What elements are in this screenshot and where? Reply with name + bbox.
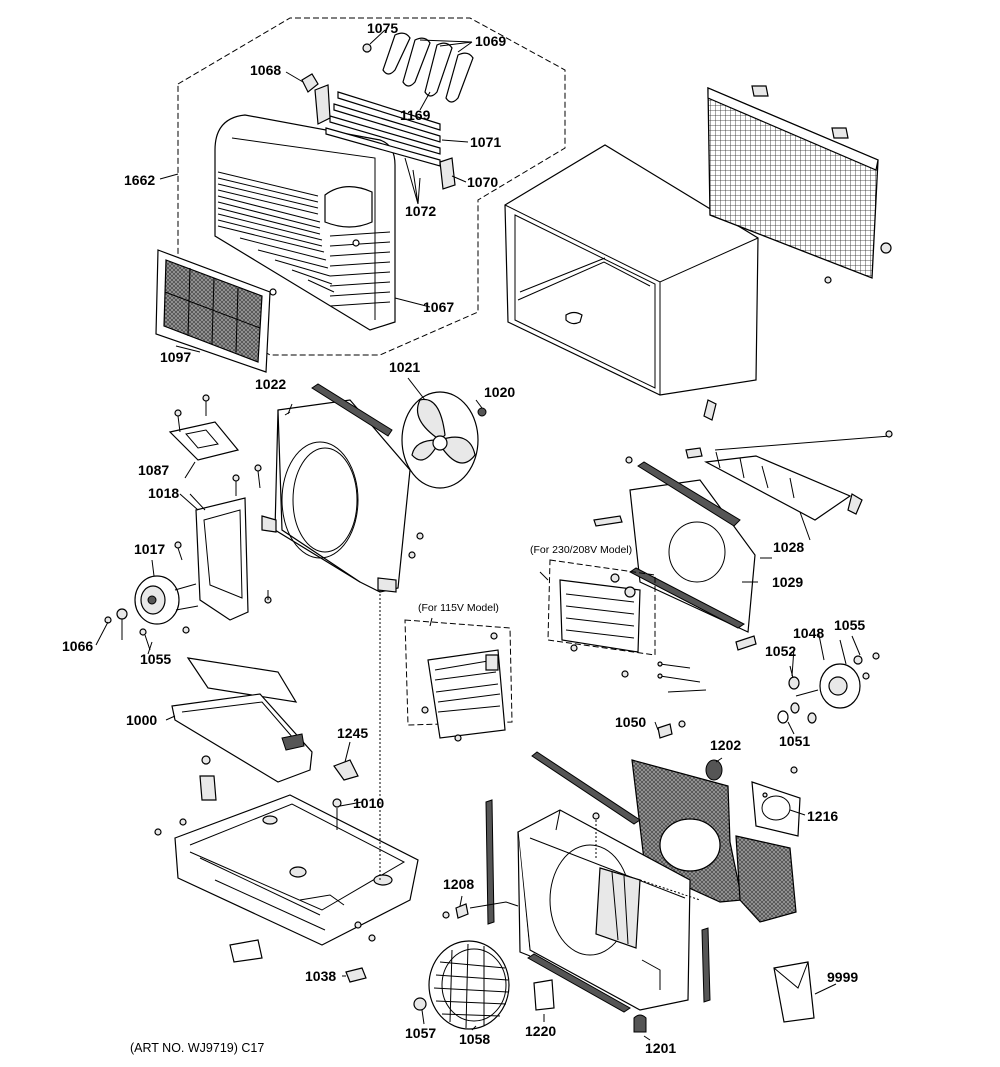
label-1067: 1067 <box>423 299 454 315</box>
plug-1038 <box>345 967 367 983</box>
label-1018: 1018 <box>148 485 179 501</box>
louvers <box>325 91 441 167</box>
manual-9999 <box>773 961 837 1023</box>
label-1169: 1169 <box>400 107 431 123</box>
label-1051: 1051 <box>779 733 810 749</box>
fan-blade <box>401 377 479 489</box>
seal-strip-left <box>485 799 495 925</box>
front-assembly-boundary <box>177 17 566 356</box>
leaders-misc <box>95 403 825 807</box>
label-1220: 1220 <box>525 1023 556 1039</box>
base-screws <box>154 798 376 942</box>
note-115v-model: (For 115V Model) <box>418 602 499 614</box>
part-labels: 1075 1069 1068 1169 1071 1662 1070 1072 … <box>62 20 865 1056</box>
label-1202: 1202 <box>710 737 741 753</box>
grille-slats <box>217 171 391 307</box>
label-1038: 1038 <box>305 968 336 984</box>
label-1066: 1066 <box>62 638 93 654</box>
louver-link-left <box>314 84 331 125</box>
seal-strip-bottom <box>527 953 631 1013</box>
screw-1208 <box>442 895 519 919</box>
label-1050: 1050 <box>615 714 646 730</box>
label-1048: 1048 <box>793 625 824 641</box>
louver-clips <box>382 32 474 103</box>
leader-1057 <box>421 1009 425 1025</box>
control-box-115v <box>404 619 513 742</box>
note-230v-model: (For 230/208V Model) <box>530 544 632 556</box>
fan-motor-left <box>134 559 199 625</box>
insulation-1000 <box>165 657 313 783</box>
seal-strip-top-right <box>531 751 641 825</box>
fan-motor-right <box>795 635 880 709</box>
drain-cap <box>229 939 263 963</box>
filter-1097 <box>155 249 271 373</box>
partition-1029 <box>593 456 758 651</box>
clip-1245 <box>333 759 359 781</box>
screw-1075 <box>362 43 372 53</box>
label-1070: 1070 <box>467 174 498 190</box>
wire-harness <box>657 661 707 693</box>
blower-housing <box>517 809 701 1011</box>
cabinet <box>504 144 759 396</box>
label-1097: 1097 <box>160 349 191 365</box>
louver-link-right <box>439 157 456 190</box>
nut-1057 <box>413 997 427 1011</box>
label-1055-left: 1055 <box>140 651 171 667</box>
blower-wheel <box>428 940 510 1030</box>
motor-hardware-right <box>777 665 817 735</box>
fan-shroud <box>261 399 411 593</box>
label-1058: 1058 <box>459 1031 490 1047</box>
label-1216: 1216 <box>807 808 838 824</box>
leader-1058 <box>471 1025 477 1031</box>
art-number: (ART NO. WJ9719) C17 <box>130 1041 264 1055</box>
label-1029: 1029 <box>772 574 803 590</box>
label-1075: 1075 <box>367 20 398 36</box>
rear-grille <box>707 85 892 284</box>
label-1201: 1201 <box>645 1040 676 1056</box>
front-grille <box>214 114 396 331</box>
label-1010: 1010 <box>353 795 384 811</box>
label-1017: 1017 <box>134 541 165 557</box>
seal-strip-top <box>311 383 393 437</box>
panel-1220 <box>533 979 555 1011</box>
label-1020: 1020 <box>484 384 515 400</box>
clip-1050 <box>657 723 673 739</box>
motor-mount <box>168 421 249 621</box>
label-1021: 1021 <box>389 359 420 375</box>
label-1072: 1072 <box>405 203 436 219</box>
drain-part <box>199 755 217 801</box>
bracket-1028 <box>685 399 893 541</box>
label-1071: 1071 <box>470 134 501 150</box>
label-1028: 1028 <box>773 539 804 555</box>
motor-hardware-left <box>104 608 190 651</box>
label-1087: 1087 <box>138 462 169 478</box>
bracket-1068 <box>301 73 319 93</box>
label-1000: 1000 <box>126 712 157 728</box>
fan-nut-1020 <box>477 407 487 417</box>
label-1055-right: 1055 <box>834 617 865 633</box>
bushing-1202 <box>705 759 723 781</box>
label-1052: 1052 <box>765 643 796 659</box>
base-pan <box>174 794 419 946</box>
label-1662: 1662 <box>124 172 155 188</box>
label-1208: 1208 <box>443 876 474 892</box>
label-1069: 1069 <box>475 33 506 49</box>
bushing-1201 <box>633 1014 647 1033</box>
label-1068: 1068 <box>250 62 281 78</box>
leader-1201 <box>643 1035 651 1041</box>
label-1057: 1057 <box>405 1025 436 1041</box>
leaders-top <box>159 29 473 308</box>
seal-strip-right <box>701 927 711 1003</box>
label-1022: 1022 <box>255 376 286 392</box>
screw-1050 <box>678 720 686 728</box>
label-1245: 1245 <box>337 725 368 741</box>
control-box-230v <box>547 559 656 678</box>
screws-left <box>174 394 424 604</box>
label-9999: 9999 <box>827 969 858 985</box>
